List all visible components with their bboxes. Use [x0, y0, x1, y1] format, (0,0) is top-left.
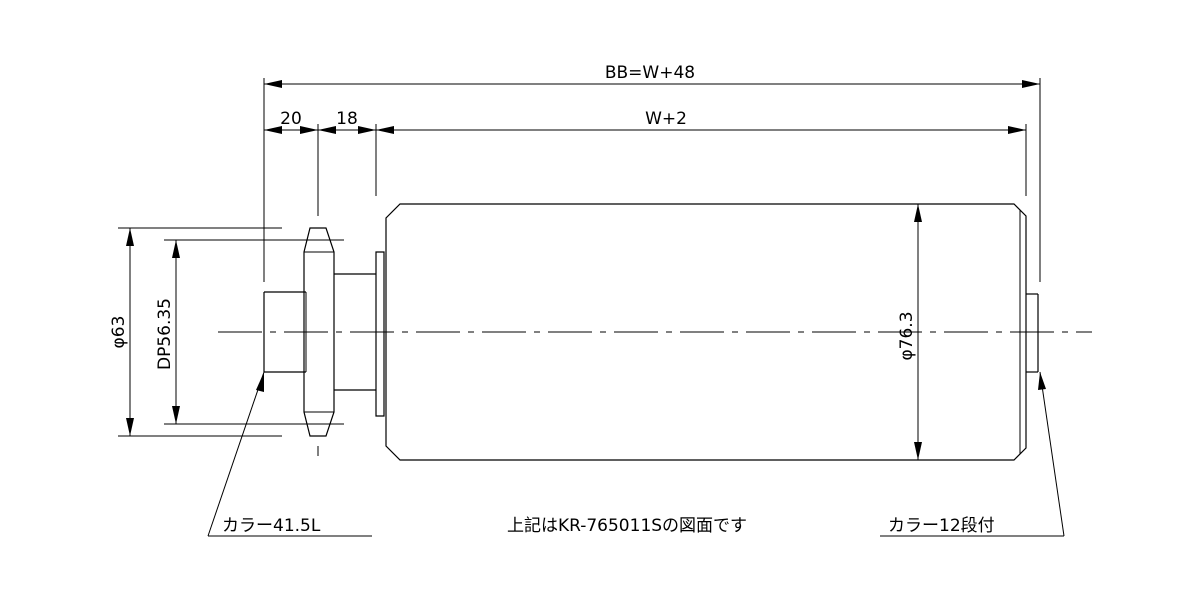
roller-tube	[385, 203, 1027, 461]
drawing-note: 上記はKR-765011Sの図面です	[507, 516, 747, 536]
extension-lines	[118, 78, 1041, 456]
dim-label-18: 18	[336, 109, 358, 129]
callout-right-label: カラー12段付	[888, 516, 995, 536]
sprocket-flange	[303, 227, 335, 437]
right-shaft	[1026, 293, 1039, 373]
dimension-shaft-length: 20	[264, 109, 318, 134]
dim-label-w2: W+2	[645, 109, 687, 129]
callout-right-collar: カラー12段付	[880, 371, 1065, 537]
left-shaft	[263, 291, 306, 373]
dim-label-overall: BB=W+48	[605, 63, 695, 83]
dimension-flange-diameter: φ63	[109, 228, 134, 436]
callout-left-collar: カラー41.5L	[207, 371, 372, 537]
dim-label-20: 20	[280, 109, 302, 129]
dim-label-phi763: φ76.3	[897, 311, 917, 360]
boss	[334, 251, 385, 417]
dimension-pitch-diameter: DP56.35	[155, 240, 180, 424]
dim-label-phi63: φ63	[109, 316, 129, 349]
dimension-boss-length: 18	[318, 109, 376, 134]
dimension-tube-length: W+2	[376, 109, 1026, 134]
dimension-overall-length: BB=W+48	[264, 63, 1040, 88]
dim-label-dp5635: DP56.35	[155, 298, 175, 370]
callout-left-label: カラー41.5L	[222, 516, 321, 536]
dimension-tube-diameter: φ76.3	[897, 204, 922, 460]
